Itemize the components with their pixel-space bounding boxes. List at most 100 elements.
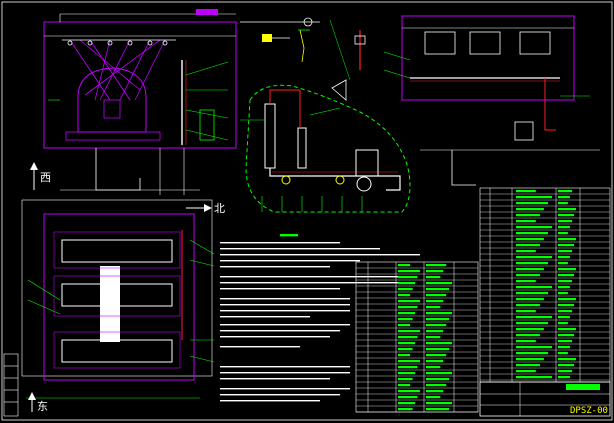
revision-strip	[3, 353, 19, 417]
north-label: 北	[214, 202, 225, 215]
table-cell-text	[426, 270, 444, 273]
table-cell-text	[516, 364, 540, 367]
table-cell-text	[558, 310, 572, 313]
table-cell-text	[426, 390, 444, 393]
table-cell-text	[558, 280, 572, 283]
table-cell-text	[398, 408, 413, 411]
table-cell-text	[558, 262, 568, 265]
table-cell-text	[426, 276, 441, 279]
table-cell-text	[426, 384, 447, 387]
table-cell-text	[398, 330, 420, 333]
east-arrow-icon	[28, 392, 36, 412]
table-cell-text	[426, 294, 447, 297]
table-cell-text	[558, 202, 568, 205]
table-cell-text	[558, 340, 572, 343]
table-cell-text	[516, 376, 552, 379]
title-block	[479, 381, 611, 417]
table-cell-text	[398, 354, 411, 357]
table-cell-text	[426, 372, 452, 375]
table-cell-text	[516, 286, 552, 289]
elevation-view-left	[43, 9, 237, 195]
table-cell-text	[426, 354, 447, 357]
table-cell-text	[426, 336, 441, 339]
table-cell-text	[516, 226, 552, 229]
table-cell-text	[558, 292, 568, 295]
table-cell-text	[516, 292, 548, 295]
table-cell-text	[558, 304, 574, 307]
table-cell-text	[516, 256, 552, 259]
table-cell-text	[426, 324, 447, 327]
table-cell-text	[558, 268, 576, 271]
table-cell-text	[558, 334, 574, 337]
table-cell-text	[516, 268, 544, 271]
table-cell-text	[398, 396, 418, 399]
table-cell-text	[426, 330, 444, 333]
table-cell-text	[398, 378, 413, 381]
title-tag-top	[196, 9, 218, 15]
notes-block	[220, 234, 420, 402]
table-cell-text	[558, 322, 568, 325]
table-cell-text	[516, 232, 548, 235]
table-cell-text	[398, 372, 416, 375]
table-cell-text	[558, 208, 576, 211]
table-cell-text	[558, 250, 572, 253]
table-cell-text	[516, 262, 548, 265]
table-cell-text	[516, 358, 544, 361]
pipeline-detail	[240, 79, 411, 213]
table-cell-text	[516, 322, 548, 325]
table-cell-text	[398, 300, 420, 303]
table-cell-text	[426, 312, 452, 315]
table-cell-text	[516, 346, 552, 349]
table-cell-text	[558, 328, 576, 331]
table-cell-text	[558, 196, 570, 199]
table-cell-text	[558, 346, 570, 349]
table-cell-text	[398, 348, 413, 351]
table-cell-text	[516, 340, 536, 343]
table-cell-text	[558, 226, 570, 229]
table-cell-text	[426, 348, 450, 351]
table-cell-text	[516, 304, 540, 307]
fitting-details	[240, 17, 366, 81]
table-cell-text	[426, 264, 447, 267]
table-cell-text	[426, 396, 441, 399]
table-cell-text	[398, 276, 418, 279]
table-cell-text	[516, 196, 552, 199]
table-cell-text	[558, 352, 568, 355]
table-cell-text	[398, 390, 420, 393]
table-cell-text	[516, 352, 548, 355]
table-cell-text	[426, 378, 450, 381]
table-cell-text	[516, 208, 544, 211]
table-cell-text	[516, 310, 536, 313]
table-cell-text	[398, 384, 411, 387]
table-cell-text	[398, 336, 418, 339]
east-label: 东	[37, 400, 48, 413]
equipment-table	[355, 261, 479, 413]
material-table	[479, 187, 611, 383]
table-cell-text	[426, 318, 450, 321]
table-cell-text	[398, 306, 418, 309]
table-cell-text	[516, 274, 540, 277]
drawing-code: DPSZ-00	[570, 406, 608, 416]
table-cell-text	[516, 280, 536, 283]
table-cell-text	[558, 232, 568, 235]
table-cell-text	[516, 328, 544, 331]
table-cell-text	[516, 370, 536, 373]
table-cell-text	[426, 360, 444, 363]
west-label: 西	[40, 171, 51, 184]
elevation-view-right	[383, 15, 600, 186]
table-cell-text	[558, 190, 572, 193]
table-cell-text	[558, 370, 572, 373]
table-cell-text	[426, 366, 441, 369]
table-cell-text	[516, 316, 552, 319]
table-cell-text	[398, 318, 413, 321]
table-cell-text	[516, 334, 540, 337]
table-cell-text	[516, 250, 536, 253]
table-cell-text	[558, 244, 574, 247]
table-cell-text	[558, 364, 574, 367]
table-cell-text	[558, 316, 570, 319]
table-cell-text	[426, 342, 452, 345]
west-arrow-icon	[30, 162, 38, 190]
table-cell-text	[426, 402, 452, 405]
